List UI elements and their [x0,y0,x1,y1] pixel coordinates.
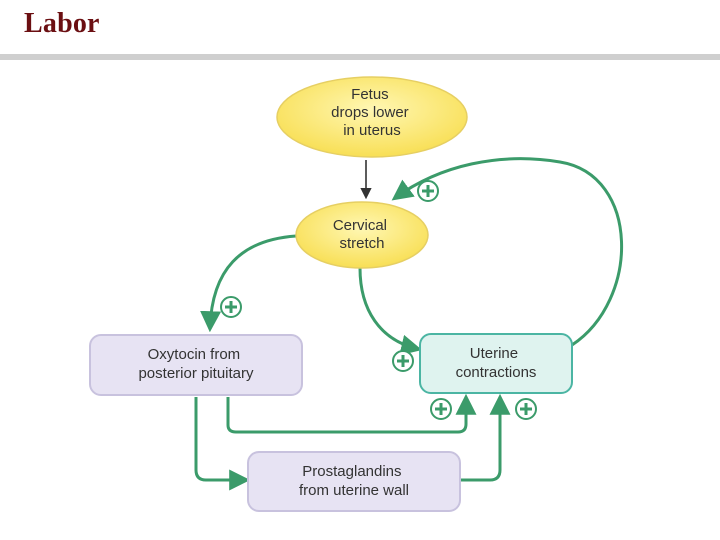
uterine-label-line-2: contractions [456,364,537,381]
svg-text:Prostaglandins from ut: Prostaglandins from uterine wall [299,463,409,499]
arrow-cervical-to-oxytocin [200,234,297,333]
arrow-cervical-to-uterine [358,267,423,356]
node-oxytocin: Oxytocin from posterior pituitary [89,334,303,396]
prostaglandins-label-line-1: Prostaglandins [302,463,401,480]
node-uterine-contractions: Uterine contractions [419,333,573,394]
fetus-label-line-2: drops lower [331,104,409,121]
plus-icon-oxytocin-to-uterine [430,398,452,420]
cervical-label-line-2: stretch [339,235,384,252]
slide-title: Labor [24,8,100,39]
plus-icon-oxytocin [220,296,242,318]
fetus-label-line-3: in uterus [343,122,401,139]
node-fetus: Fetus drops lower in uterus [276,76,468,158]
svg-text:Oxytocin from posterio: Oxytocin from posterior pituitary [138,346,254,382]
node-cervical-stretch: Cervical stretch [295,201,429,269]
plus-icon-cervical-to-uterine [392,350,414,372]
oxytocin-label-line-1: Oxytocin from [148,346,241,363]
prostaglandins-label-line-2: from uterine wall [299,482,409,499]
svg-text:Cervical stretch: Cervical stretch [333,217,391,252]
arrow-oxytocin-to-prostaglandins [194,397,251,491]
arrow-oxytocin-to-uterine [226,393,477,434]
arrow-uterine-to-cervical-feedback [391,157,624,347]
arrow-prostaglandins-to-uterine [461,393,511,482]
node-prostaglandins: Prostaglandins from uterine wall [247,451,461,512]
plus-icon-feedback-top [417,180,439,202]
svg-text:Fetus drops lower: Fetus drops lower in uterus [331,86,413,139]
uterine-label-line-1: Uterine [470,345,518,362]
cervical-label-line-1: Cervical [333,217,387,234]
svg-text:Uterine contractions: Uterine contractions [456,345,537,381]
plus-icon-prostaglandins-to-uterine [515,398,537,420]
fetus-label-line-1: Fetus [351,86,389,103]
oxytocin-label-line-2: posterior pituitary [138,365,254,382]
title-divider [0,54,720,60]
